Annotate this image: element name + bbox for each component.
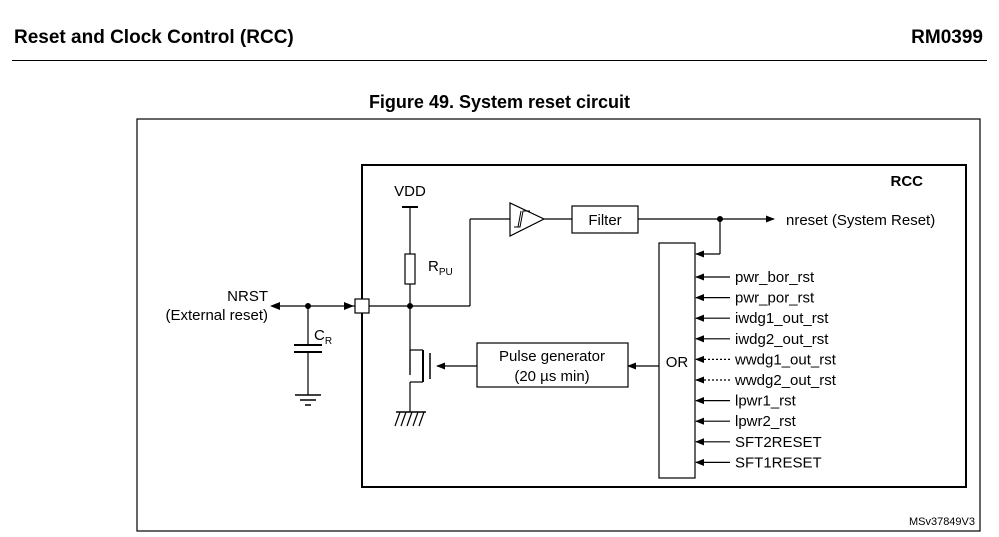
section-header: Reset and Clock Control (RCC): [14, 27, 294, 48]
figure-reference: MSv37849V3: [909, 516, 975, 528]
filter-label: Filter: [588, 212, 621, 229]
input-label: iwdg2_out_rst: [735, 331, 829, 348]
input-label: wwdg2_out_rst: [734, 372, 837, 389]
input-label: lpwr1_rst: [735, 393, 797, 410]
nrst-pad: [354, 298, 370, 314]
schmitt-trigger: [509, 202, 546, 237]
rcc-label: RCC: [891, 173, 924, 190]
pulse-generator-label: Pulse generator: [499, 348, 605, 365]
rcc-block: [361, 164, 967, 488]
input-label: wwdg1_out_rst: [734, 351, 837, 368]
pullup-resistor: [404, 253, 416, 285]
nreset-label: nreset (System Reset): [786, 212, 935, 229]
hysteresis-icon: [514, 210, 530, 228]
input-label: pwr_por_rst: [735, 290, 815, 307]
input-label: lpwr2_rst: [735, 413, 797, 430]
figure-frame: [136, 118, 981, 532]
pulse-generator-block: [476, 342, 629, 388]
cr-label: CR: [314, 327, 332, 347]
or-gate-block: [658, 242, 696, 479]
rpu-label: RPU: [428, 258, 453, 278]
pulse-generator-duration: (20 µs min): [514, 368, 589, 385]
input-label: SFT2RESET: [735, 434, 822, 451]
figure-title: Figure 49. System reset circuit: [368, 92, 631, 112]
or-label: OR: [666, 354, 689, 371]
nrst-description: (External reset): [165, 307, 268, 324]
header-rule: [12, 60, 987, 61]
reset-inputs: pwr_bor_rst pwr_por_rst iwdg1_out_rst iwdg2…: [695, 269, 837, 471]
vdd-label: VDD: [394, 183, 426, 200]
document-id: RM0399: [911, 27, 983, 48]
nrst-arrow-right: [344, 302, 354, 310]
input-label: iwdg1_out_rst: [735, 310, 829, 327]
nrst-arrow-left: [270, 302, 280, 310]
nrst-label: NRST: [227, 288, 268, 305]
input-label: SFT1RESET: [735, 454, 822, 471]
input-label: pwr_bor_rst: [735, 269, 815, 286]
